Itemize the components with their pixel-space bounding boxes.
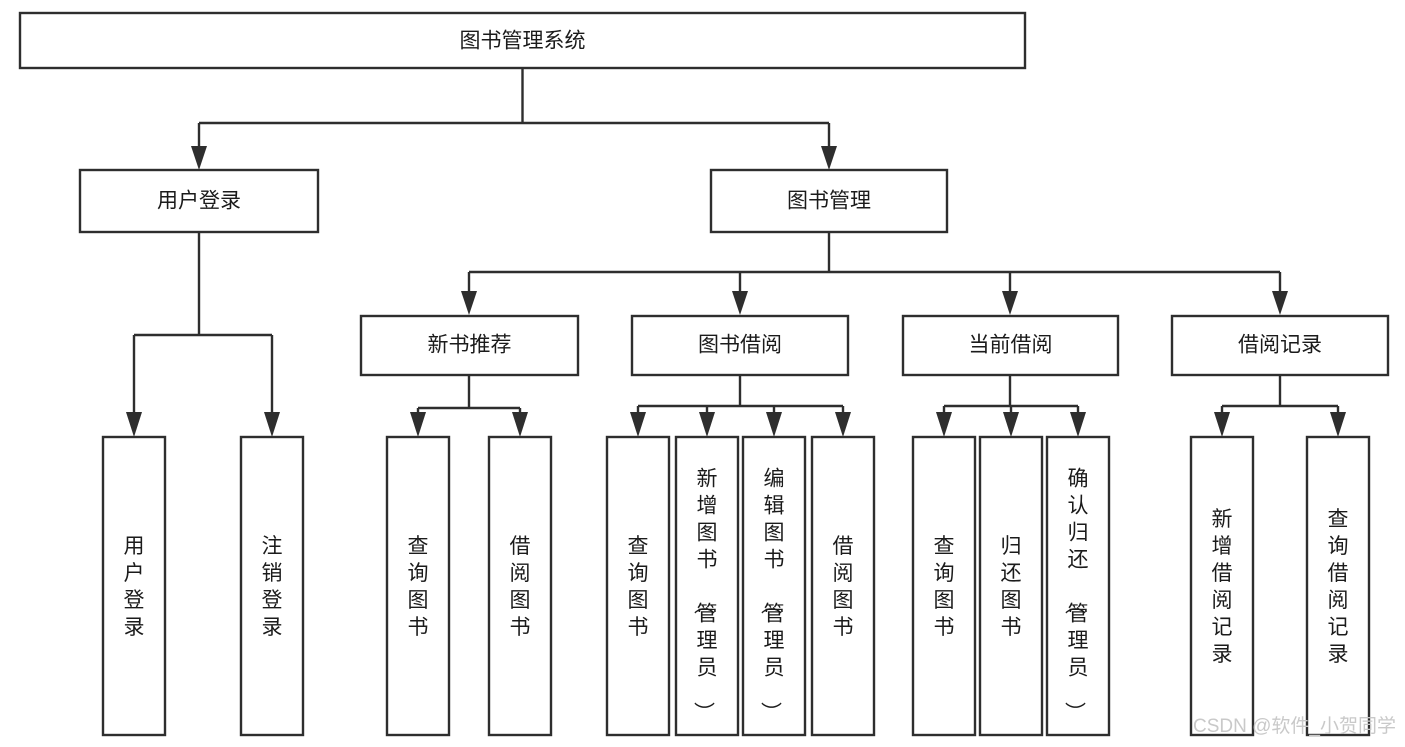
leaf-new-book-2-box[interactable] (487, 435, 553, 737)
leaf-new-book-1-box[interactable] (385, 435, 451, 737)
leaf-user-login-1-box[interactable] (101, 435, 167, 737)
node-book-borrow[interactable]: 图书借阅 (630, 314, 850, 377)
leaf-records-1[interactable]: 新增借阅记录 (1189, 435, 1255, 737)
leaf-records-2[interactable]: 查询借阅记录 (1305, 435, 1371, 737)
leaf-current-1-box[interactable] (911, 435, 977, 737)
node-book-borrow-box[interactable] (630, 314, 850, 377)
arrow-head-records-leaf1 (1214, 412, 1230, 437)
arrow-head-current (1002, 291, 1018, 315)
arrow-head-borrow-leaf4 (835, 412, 851, 437)
node-borrow-records-label: 借阅记录 (1238, 334, 1322, 357)
node-new-book-recommend[interactable]: 新书推荐 (359, 314, 580, 377)
node-current-borrow-box[interactable] (901, 314, 1120, 377)
connector-layer (126, 68, 1346, 437)
leaf-current-2-label: 归还图书 (1001, 535, 1022, 639)
node-book-management-label: 图书管理 (787, 190, 871, 213)
node-new-book-recommend-box[interactable] (359, 314, 580, 377)
leaf-new-book-2-label: 借阅图书 (510, 535, 531, 639)
node-user-login[interactable]: 用户登录 (78, 168, 320, 234)
leaf-current-3-box[interactable] (1045, 435, 1111, 737)
node-root-box[interactable] (18, 11, 1027, 70)
leaf-current-1-label: 查询图书 (934, 535, 955, 639)
leaf-borrow-4[interactable]: 借阅图书 (810, 435, 876, 737)
arrow-head-borrow (732, 291, 748, 315)
leaf-borrow-1-box[interactable] (605, 435, 671, 737)
arrow-head-records-leaf2 (1330, 412, 1346, 437)
arrow-head-borrow-leaf3 (766, 412, 782, 437)
leaf-user-login-2-box[interactable] (239, 435, 305, 737)
leaf-current-2-box[interactable] (978, 435, 1044, 737)
leaf-records-1-box[interactable] (1189, 435, 1255, 737)
arrow-head-new-book-leaf2 (512, 412, 528, 437)
arrow-head-borrow-leaf1 (630, 412, 646, 437)
leaf-borrow-3[interactable]: 编辑图书（管理员） (741, 435, 807, 737)
arrow-head-user-login-leaf2 (264, 412, 280, 437)
leaf-current-3-label: 确认归还（管理员） (1063, 468, 1089, 723)
node-current-borrow-label: 当前借阅 (969, 334, 1053, 357)
arrow-head-new-book (461, 291, 477, 315)
arrow-head-current-leaf1 (936, 412, 952, 437)
leaf-borrow-1-label: 查询图书 (628, 535, 649, 639)
leaf-records-1-label: 新增借阅记录 (1212, 508, 1233, 666)
leaf-new-book-1[interactable]: 查询图书 (385, 435, 451, 737)
leaf-borrow-4-label: 借阅图书 (833, 535, 854, 639)
leaf-user-login-1-label: 用户登录 (124, 535, 145, 639)
leaf-user-login-2-label: 注销登录 (262, 535, 283, 639)
leaf-borrow-2-box[interactable] (674, 435, 740, 737)
leaf-new-book-2[interactable]: 借阅图书 (487, 435, 553, 737)
node-root[interactable]: 图书管理系统 (18, 11, 1027, 70)
arrow-head-book-mgmt (821, 146, 837, 170)
leaf-borrow-2-label: 新增图书（管理员） (692, 468, 718, 723)
arrow-head-borrow-leaf2 (699, 412, 715, 437)
arrow-head-user-login (191, 146, 207, 170)
leaf-borrow-3-label: 编辑图书（管理员） (759, 468, 785, 723)
arrow-head-current-leaf3 (1070, 412, 1086, 437)
leaf-records-2-box[interactable] (1305, 435, 1371, 737)
leaf-user-login-2[interactable]: 注销登录 (239, 435, 305, 737)
leaf-borrow-2[interactable]: 新增图书（管理员） (674, 435, 740, 737)
arrow-head-user-login-leaf1 (126, 412, 142, 437)
node-user-login-label: 用户登录 (157, 190, 241, 213)
leaf-borrow-1[interactable]: 查询图书 (605, 435, 671, 737)
node-borrow-records[interactable]: 借阅记录 (1170, 314, 1390, 377)
node-book-management-box[interactable] (709, 168, 949, 234)
node-current-borrow[interactable]: 当前借阅 (901, 314, 1120, 377)
leaf-current-1[interactable]: 查询图书 (911, 435, 977, 737)
leaf-records-2-label: 查询借阅记录 (1328, 508, 1349, 666)
leaf-borrow-4-box[interactable] (810, 435, 876, 737)
node-book-management[interactable]: 图书管理 (709, 168, 949, 234)
leaf-user-login-1[interactable]: 用户登录 (101, 435, 167, 737)
node-user-login-box[interactable] (78, 168, 320, 234)
leaf-borrow-3-box[interactable] (741, 435, 807, 737)
leaf-current-3[interactable]: 确认归还（管理员） (1045, 435, 1111, 737)
leaf-current-2[interactable]: 归还图书 (978, 435, 1044, 737)
arrow-head-new-book-leaf1 (410, 412, 426, 437)
csdn-watermark: CSDN @软件_小贺同学 (1193, 715, 1396, 737)
leaf-new-book-1-label: 查询图书 (408, 535, 429, 639)
node-book-borrow-label: 图书借阅 (698, 334, 782, 357)
node-borrow-records-box[interactable] (1170, 314, 1390, 377)
arrow-head-records (1272, 291, 1288, 315)
node-root-label: 图书管理系统 (460, 30, 586, 53)
arrow-head-current-leaf2 (1003, 412, 1019, 437)
node-new-book-recommend-label: 新书推荐 (428, 334, 512, 357)
